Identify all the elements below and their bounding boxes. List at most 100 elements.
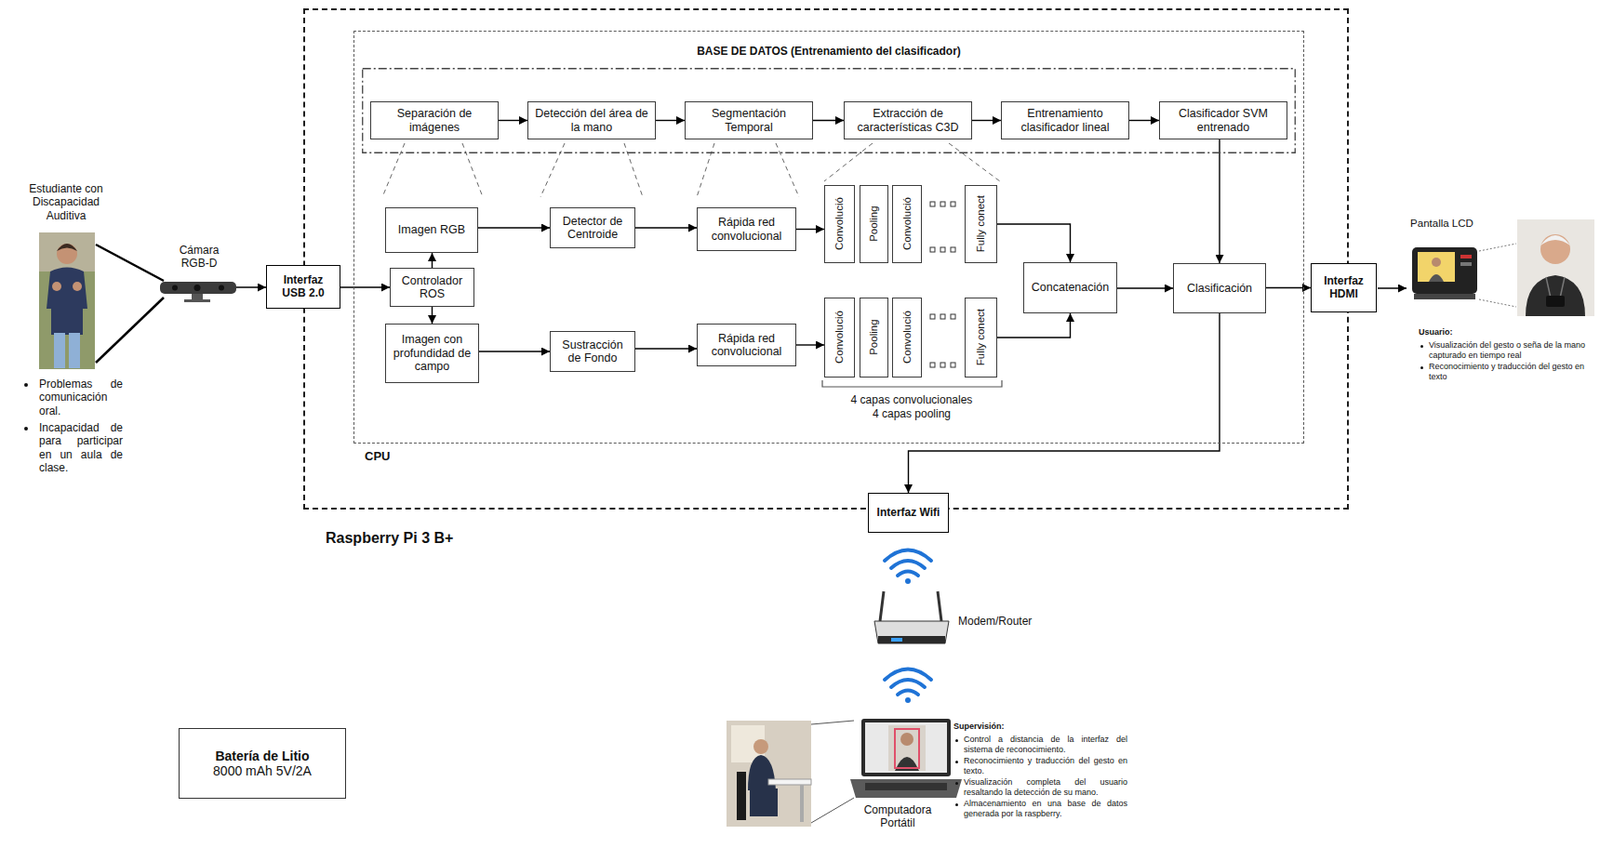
connector-arrow — [1129, 120, 1160, 121]
database-region: BASE DE DATOS (Entrenamiento del clasifi… — [361, 67, 1296, 154]
node-label: Interfaz USB 2.0 — [272, 274, 334, 301]
label-text: Almacenamiento en una base de datos gene… — [963, 799, 1128, 819]
lcd-screen-icon — [1412, 247, 1478, 294]
ellipsis-squares — [930, 314, 935, 320]
ellipsis-squares — [940, 314, 946, 320]
student-photo — [56, 243, 78, 265]
camera-icon — [194, 284, 201, 292]
node-sublabel: 8000 mAh 5V/2A — [213, 763, 312, 779]
router-icon — [874, 591, 949, 644]
connector-arrow — [655, 120, 685, 121]
ellipsis-squares — [950, 362, 956, 368]
process-box: Clasificador SVM entrenado — [1159, 101, 1288, 140]
view-lines — [95, 244, 164, 363]
laptop-icon — [850, 719, 962, 799]
bullet-note: Reconocimiento y traducción del gesto en… — [1428, 361, 1593, 383]
process-box: Entrenamiento clasificador lineal — [1000, 101, 1130, 140]
bullet-note: Problemas de comunicación oral. — [39, 377, 123, 418]
camera-icon — [191, 293, 203, 300]
node-label: CPU — [364, 450, 390, 465]
leader-lines — [811, 798, 854, 824]
bullet-dot — [955, 739, 959, 743]
node-label: Rápida red convolucional — [703, 215, 790, 243]
laptop-icon — [850, 779, 962, 799]
supervisor-photo — [800, 785, 804, 823]
camera-icon — [218, 285, 225, 292]
bullet-note: Reconocimiento y traducción del gesto en… — [963, 756, 1128, 777]
process-box: Detección del área de la mano — [527, 101, 656, 140]
user-photo — [1517, 219, 1595, 317]
device-label: Modem/Router — [958, 614, 1052, 628]
usb-cable-arrow — [236, 286, 267, 289]
laptop-icon — [865, 783, 947, 791]
node-label: Imagen RGB — [398, 223, 466, 237]
label-text: Supervisión: — [953, 721, 1005, 732]
supervisor-photo — [736, 772, 747, 821]
layer-box: Convolució — [824, 297, 855, 378]
zoom-lines — [462, 143, 483, 198]
connector-arrow — [997, 313, 1071, 338]
lcd-screen-icon — [1428, 274, 1444, 282]
node-label: Segmentación Temporal — [691, 106, 807, 134]
node-label: Detección del área de la mano — [533, 106, 650, 134]
wifi-symbol — [891, 560, 925, 569]
node-label: Extracción de características C3D — [850, 106, 966, 134]
bullet-dot — [24, 383, 28, 387]
process-box: Rápida red convolucional — [696, 207, 797, 252]
process-box: Separación de imágenes — [370, 101, 499, 140]
supervisor-photo — [768, 779, 812, 786]
connector-arrow — [478, 226, 550, 228]
connector-arrow — [635, 226, 697, 228]
student-photo — [39, 232, 95, 370]
interface-box: Interfaz HDMI — [1310, 263, 1377, 313]
connector-arrow — [813, 120, 844, 121]
node-label: Interfaz HDMI — [1317, 275, 1371, 302]
label-text: 4 capas pooling — [872, 407, 951, 421]
lcd-screen-icon — [1417, 252, 1455, 282]
process-box: Concatenación — [1023, 262, 1118, 314]
student-photo — [46, 267, 88, 310]
bullet-note: Incapacidad de para participar en un aul… — [39, 421, 123, 476]
bullet-note: Visualización del gesto o seña de la man… — [1428, 340, 1593, 361]
student-photo — [52, 281, 62, 292]
bullet-dot — [24, 426, 28, 431]
lcd-screen-icon — [1413, 293, 1476, 300]
layer-box: Pooling — [859, 185, 889, 264]
router-icon — [880, 591, 884, 622]
router-icon — [891, 638, 903, 642]
zoom-lines — [775, 143, 800, 198]
connector-arrow — [479, 350, 550, 352]
process-box: Rápida red convolucional — [696, 323, 797, 367]
ellipsis-squares — [940, 201, 946, 207]
connector-arrow — [340, 286, 390, 288]
wifi-dot — [905, 578, 911, 585]
user-photo — [1525, 275, 1586, 317]
connector-arrow — [972, 120, 1001, 121]
layer-box: Convolució — [824, 185, 855, 264]
node-label: Controlador ROS — [396, 274, 468, 302]
zoom-lines — [824, 143, 873, 182]
router-icon — [874, 621, 949, 644]
node-label: Imagen con profundidad de campo — [391, 333, 473, 374]
zoom-lines — [382, 143, 405, 198]
ellipsis-squares — [940, 247, 946, 253]
connector-arrow — [498, 120, 528, 121]
device-label: Pantalla LCD — [1400, 217, 1484, 231]
view-lines — [95, 244, 164, 281]
label-text: Reconocimiento y traducción del gesto en… — [963, 756, 1128, 776]
ellipsis-squares — [930, 247, 935, 253]
node-label: Concatenación — [1031, 280, 1109, 294]
connector-arrow — [1218, 139, 1220, 264]
layer-bracket — [822, 380, 1002, 387]
view-lines — [95, 297, 164, 363]
leader-lines — [811, 720, 854, 824]
board-region: Raspberry Pi 3 B+CPUBASE DE DATOS (Entre… — [303, 8, 1349, 510]
ellipsis-squares — [930, 201, 956, 368]
battery-box: Batería de Litio8000 mAh 5V/2A — [178, 728, 347, 800]
zoom-lines — [948, 143, 1000, 182]
label-text: Usuario: — [1418, 327, 1454, 337]
laptop-icon — [900, 733, 914, 747]
process-box: Imagen con profundidad de campo — [385, 323, 480, 384]
ellipsis-squares — [930, 362, 935, 368]
camera-icon — [160, 281, 237, 294]
